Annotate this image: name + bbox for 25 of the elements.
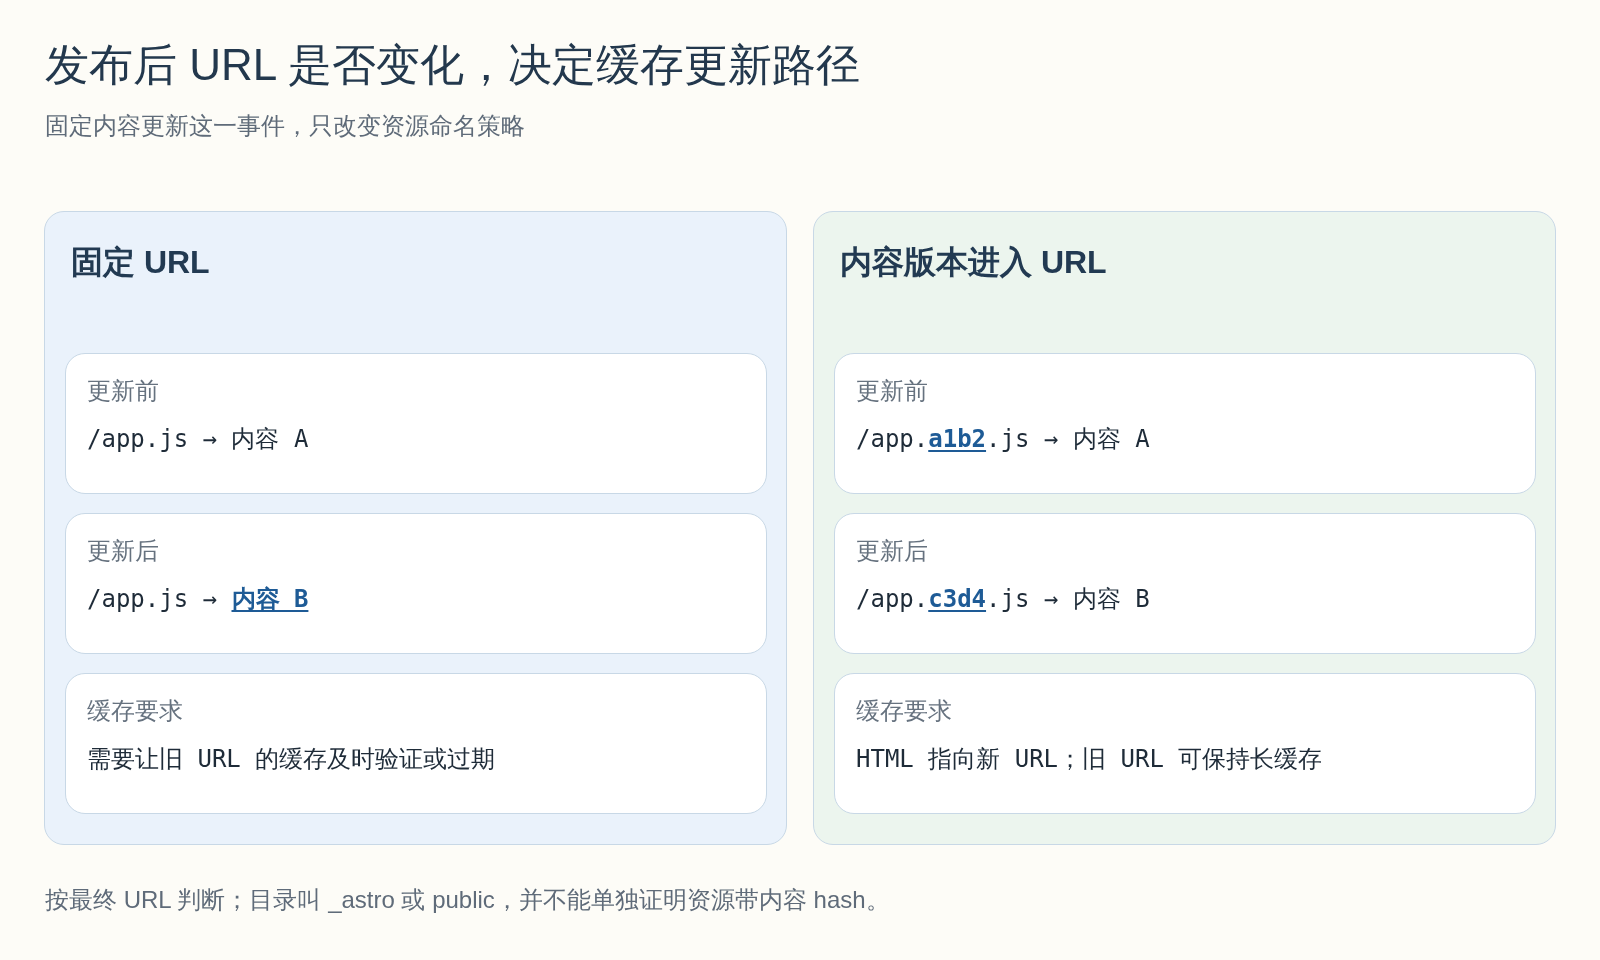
panel-heading: 固定 URL	[71, 243, 210, 282]
card-text: /app.js → 内容 B	[87, 584, 309, 615]
card-text: HTML 指向新 URL；旧 URL 可保持长缓存	[856, 744, 1323, 775]
card-text: /app.c3d4.js → 内容 B	[856, 584, 1150, 615]
card-text: 需要让旧 URL 的缓存及时验证或过期	[87, 744, 496, 775]
subtitle: 固定内容更新这一事件，只改变资源命名策略	[45, 111, 525, 141]
info-card	[834, 673, 1536, 814]
comparison-panel	[813, 211, 1556, 845]
card-label: 更新前	[87, 376, 159, 406]
card-text: /app.js → 内容 A	[87, 424, 309, 455]
card-label: 更新后	[87, 536, 159, 566]
title: 发布后 URL 是否变化，决定缓存更新路径	[45, 39, 860, 91]
info-card	[834, 513, 1536, 654]
card-label: 缓存要求	[87, 696, 183, 726]
card-label: 缓存要求	[856, 696, 952, 726]
card-label: 更新前	[856, 376, 928, 406]
panel-heading: 内容版本进入 URL	[840, 243, 1107, 282]
card-text: /app.a1b2.js → 内容 A	[856, 424, 1150, 455]
info-card	[834, 353, 1536, 494]
info-card	[65, 513, 767, 654]
footnote: 按最终 URL 判断；目录叫 _astro 或 public，并不能单独证明资源带内容 hash。	[45, 885, 890, 915]
comparison-panel	[44, 211, 787, 845]
info-card	[65, 353, 767, 494]
info-card	[65, 673, 767, 814]
card-label: 更新后	[856, 536, 928, 566]
